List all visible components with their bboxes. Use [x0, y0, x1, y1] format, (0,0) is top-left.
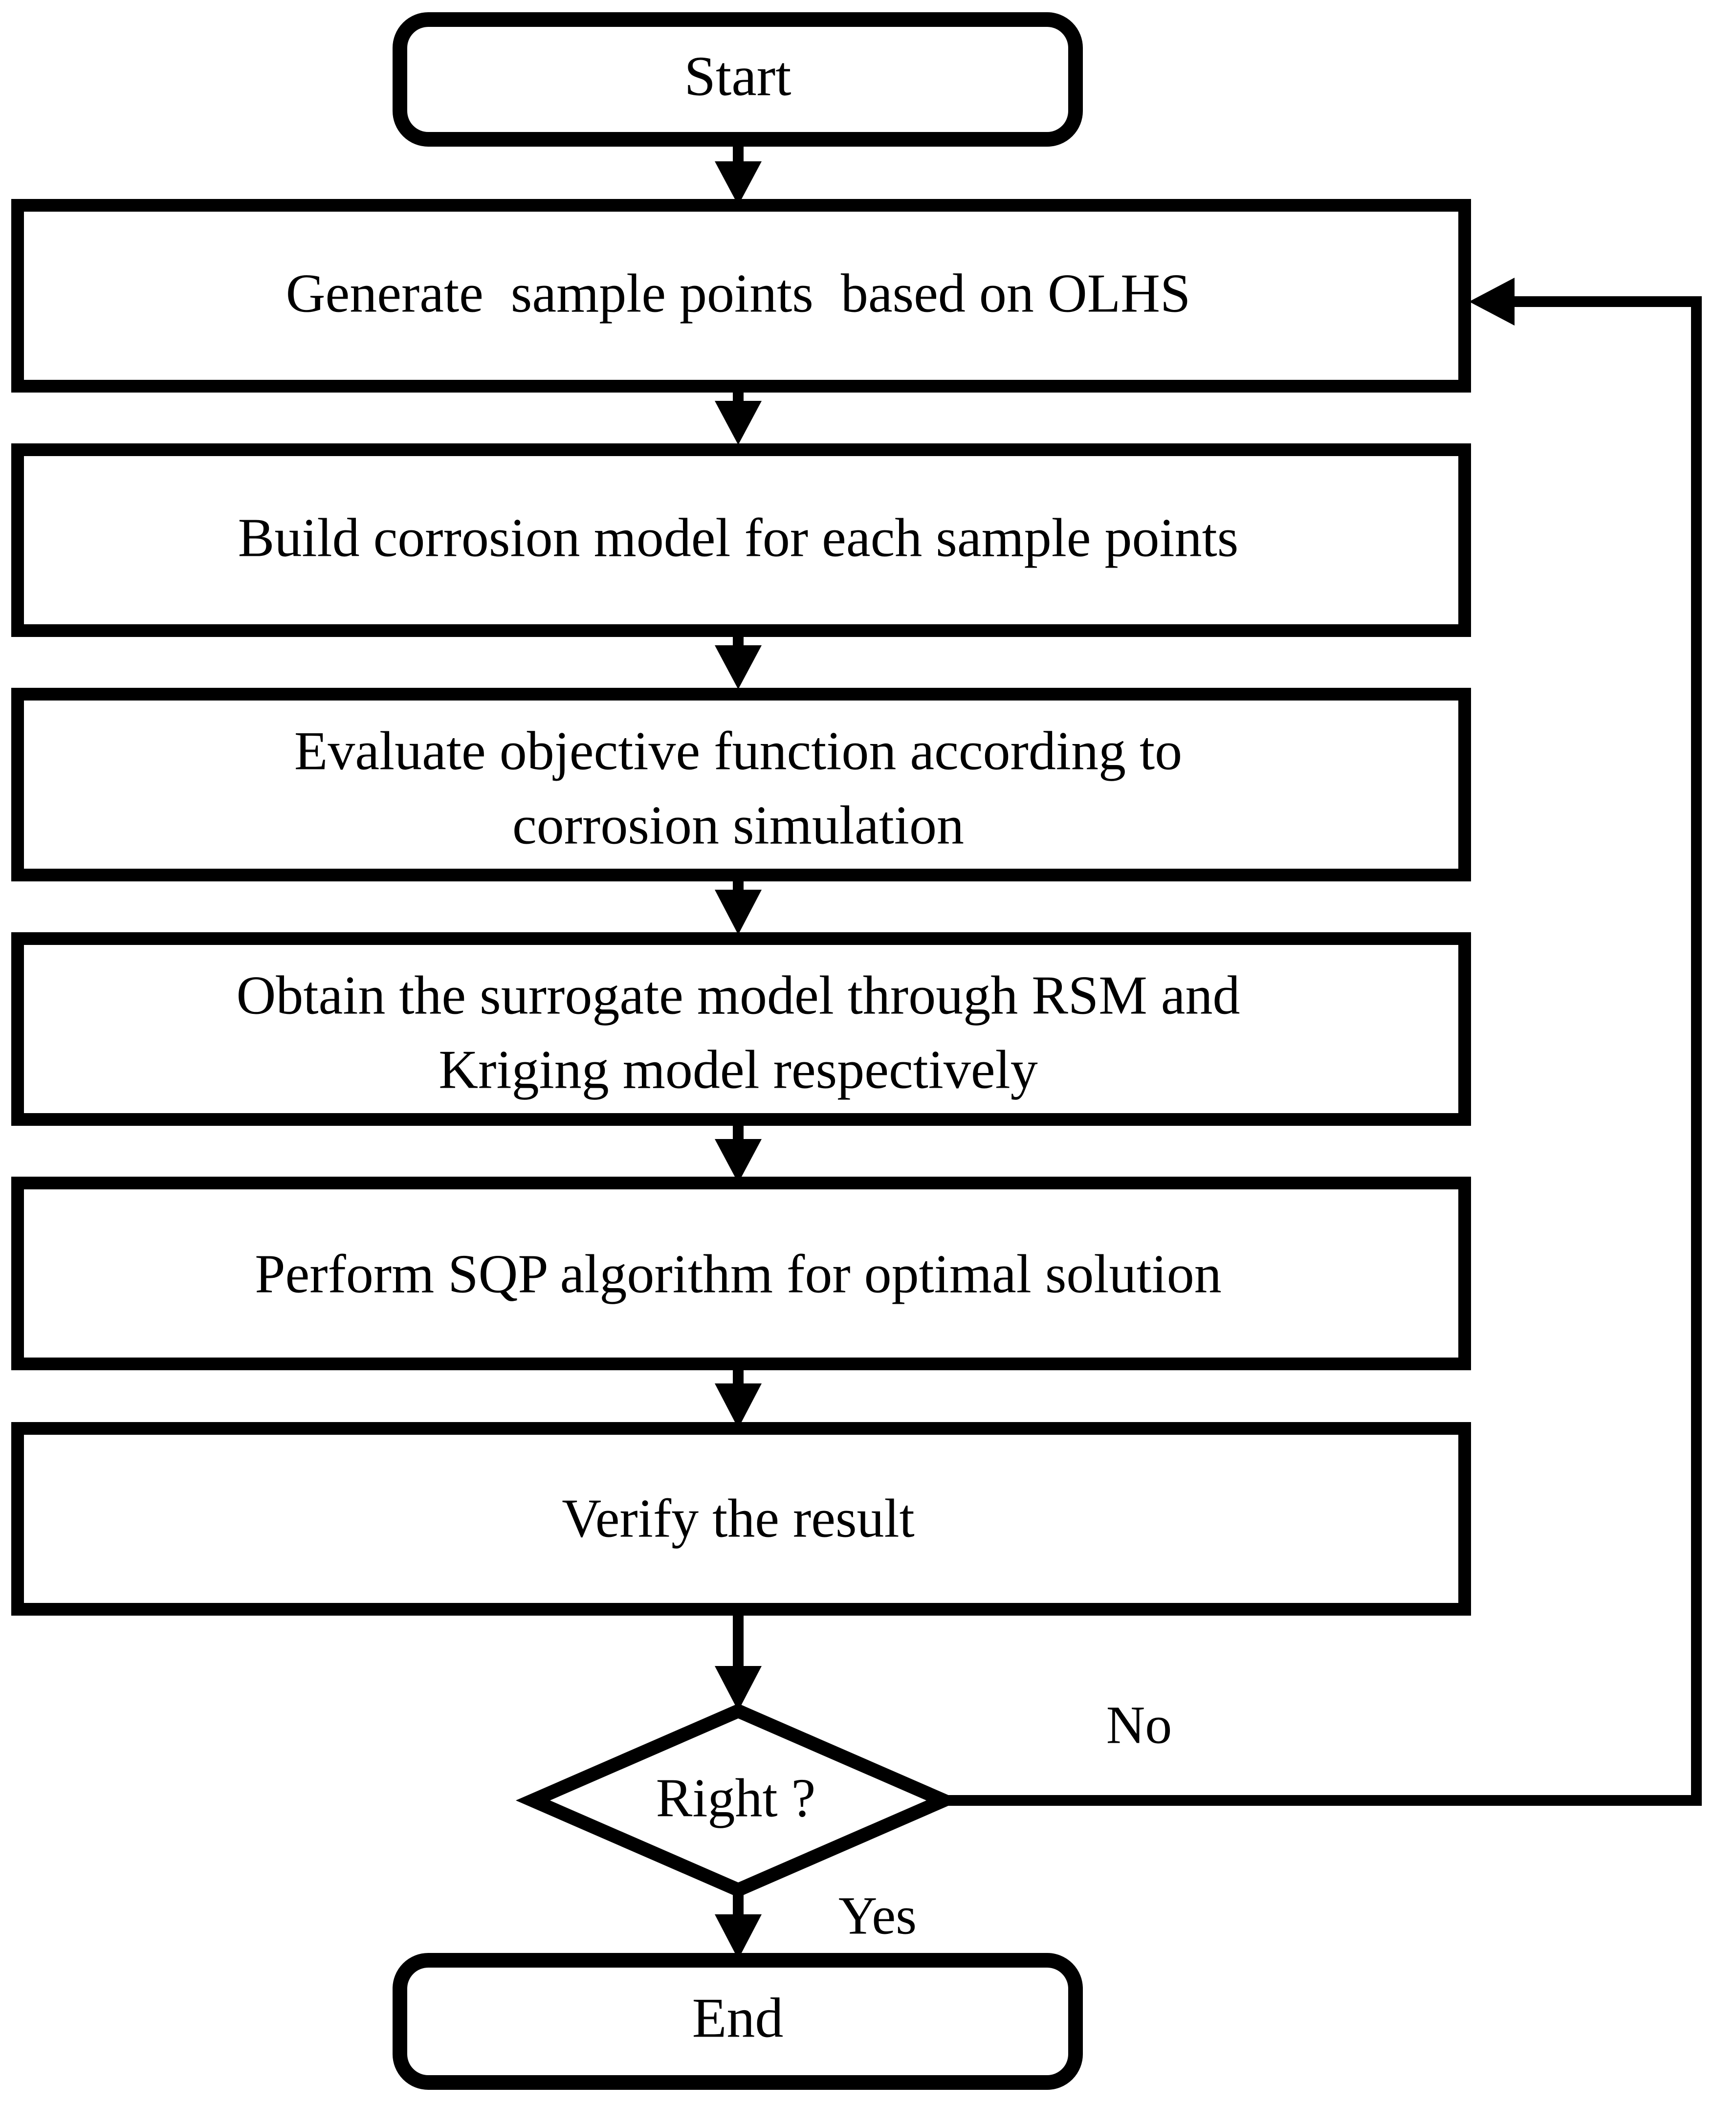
node-end-label: End	[692, 1987, 784, 2050]
node-verify-label: Verify the result	[562, 1489, 915, 1549]
node-perform-sqp-algorithm[interactable]: Perform SQP algorithm for optimal soluti…	[11, 1177, 1471, 1370]
node-end[interactable]: End	[393, 1953, 1083, 2090]
edge-decision-to-generate-no	[944, 278, 1702, 1806]
node-verify-the-result[interactable]: Verify the result	[11, 1422, 1471, 1616]
node-surrogate-label-line2: Kriging model respectively	[439, 1040, 1037, 1100]
node-start-label: Start	[684, 45, 791, 108]
node-evaluate-objective-function[interactable]: Evaluate objective function according to…	[11, 688, 1471, 881]
edge-surrogate-to-sqp	[715, 1122, 762, 1183]
node-sqp-label: Perform SQP algorithm for optimal soluti…	[255, 1244, 1222, 1305]
node-build-corrosion-model[interactable]: Build corrosion model for each sample po…	[11, 443, 1471, 637]
edge-decision-to-end-yes	[715, 1887, 762, 1959]
node-decision-label: Right ?	[656, 1768, 816, 1829]
node-generate-sample-points[interactable]: Generate sample points based on OLHS	[11, 199, 1471, 393]
node-evaluate-label-line2: corrosion simulation	[512, 795, 964, 856]
edge-evaluate-to-surrogate	[715, 875, 762, 935]
node-generate-label: Generate sample points based on OLHS	[286, 263, 1191, 324]
edge-verify-to-decision	[715, 1613, 762, 1711]
edge-generate-to-build	[715, 386, 762, 445]
edge-build-to-evaluate	[715, 631, 762, 689]
node-surrogate-label-line1: Obtain the surrogate model through RSM a…	[236, 965, 1240, 1026]
edge-start-to-generate	[715, 142, 762, 205]
node-decision-right[interactable]: Right ?	[515, 1703, 961, 1898]
node-obtain-surrogate-model[interactable]: Obtain the surrogate model through RSM a…	[11, 932, 1471, 1126]
node-evaluate-label-line1: Evaluate objective function according to	[294, 721, 1182, 782]
edge-label-no: No	[1106, 1695, 1172, 1754]
edge-sqp-to-verify	[715, 1368, 762, 1428]
node-build-label: Build corrosion model for each sample po…	[238, 508, 1239, 569]
node-start[interactable]: Start	[393, 12, 1083, 147]
edge-label-yes: Yes	[838, 1885, 917, 1945]
